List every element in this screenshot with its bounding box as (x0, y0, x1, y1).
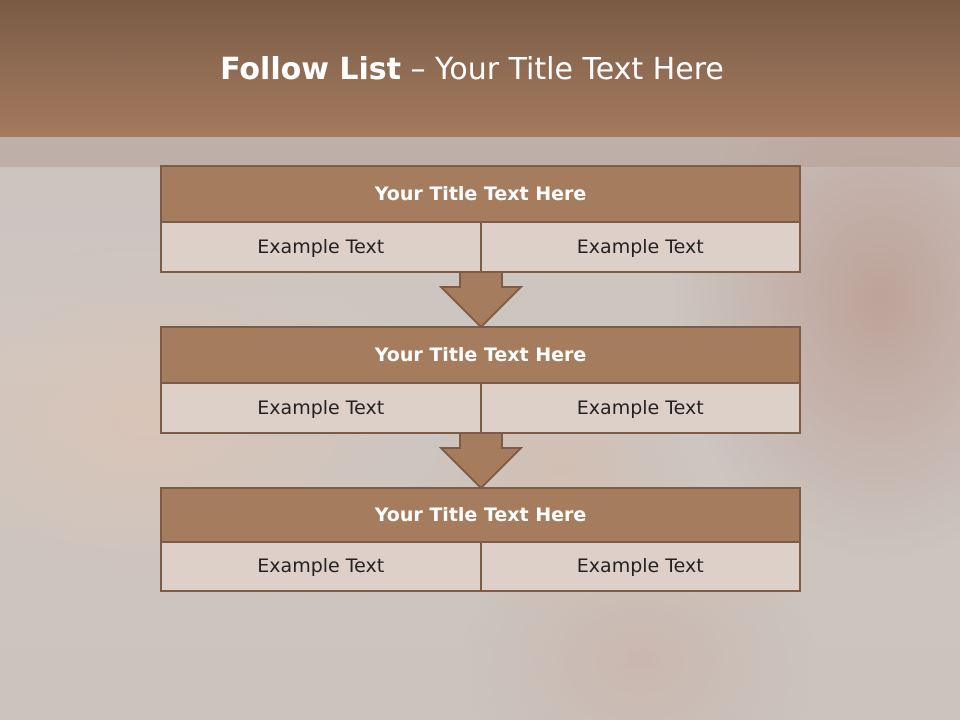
step-cell-left-2: Example Text (160, 384, 482, 434)
step-cell-left-1: Example Text (160, 223, 482, 273)
title-bar (0, 0, 960, 137)
step-box-2: Your Title Text Here Example Text Exampl… (160, 326, 801, 434)
step-title-3: Your Title Text Here (160, 487, 801, 543)
step-cell-right-1: Example Text (481, 223, 801, 273)
title-bar-band (0, 137, 960, 167)
step-cells-2: Example Text Example Text (160, 384, 801, 434)
step-title-1: Your Title Text Here (160, 165, 801, 223)
slide-title-rest: – Your Title Text Here (400, 52, 724, 87)
slide-title: Follow List – Your Title Text Here (0, 52, 944, 87)
step-cell-right-2: Example Text (481, 384, 801, 434)
slide-title-bold: Follow List (220, 52, 401, 87)
step-box-1: Your Title Text Here Example Text Exampl… (160, 165, 801, 273)
step-cell-right-3: Example Text (481, 543, 801, 592)
step-box-3: Your Title Text Here Example Text Exampl… (160, 487, 801, 592)
step-cells-3: Example Text Example Text (160, 543, 801, 592)
step-title-2: Your Title Text Here (160, 326, 801, 384)
step-cell-left-3: Example Text (160, 543, 482, 592)
step-cells-1: Example Text Example Text (160, 223, 801, 273)
down-arrow-icon (439, 271, 523, 329)
down-arrow-icon (439, 432, 523, 490)
